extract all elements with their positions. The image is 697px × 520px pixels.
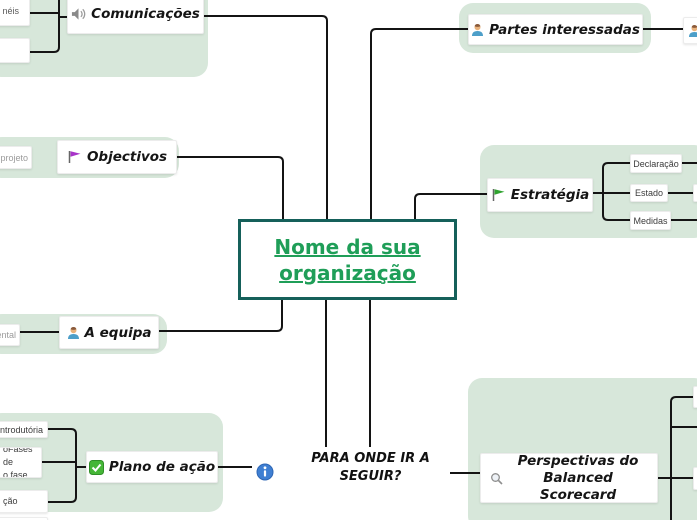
node-plano-de-acao[interactable]: Plano de ação	[86, 451, 218, 483]
info-icon[interactable]	[256, 463, 274, 481]
person-icon	[472, 23, 484, 36]
node-plano-child-cut-4[interactable]	[0, 517, 48, 520]
node-declaracao[interactable]: Declaração	[630, 154, 682, 173]
node-label: Partes interessadas	[489, 21, 640, 38]
person-icon	[67, 326, 79, 339]
node-plano-child-cut-3[interactable]: ção	[0, 490, 48, 513]
node-comunicacoes-child-cut[interactable]: néis	[0, 0, 30, 26]
node-comunicacoes-child-cut-2[interactable]	[0, 38, 30, 63]
green-flag-icon	[492, 189, 505, 201]
node-partes-child-cut[interactable]	[683, 17, 697, 44]
purple-flag-icon	[68, 151, 81, 163]
node-label: Comunicações	[91, 5, 200, 22]
node-partes-interessadas[interactable]: Partes interessadas	[468, 14, 643, 45]
node-label: ção	[3, 496, 18, 506]
checkmark-icon	[88, 459, 104, 475]
node-estado[interactable]: Estado	[630, 184, 668, 202]
node-a-equipa-child-cut[interactable]: ental	[0, 324, 20, 346]
node-para-onde-ir-a-seguir[interactable]: PARA ONDE IR A SEGUIR?	[288, 450, 453, 486]
node-perspectivas-child-cut-1[interactable]	[693, 386, 697, 408]
node-objectivos[interactable]: Objectivos	[57, 140, 177, 174]
node-label: Estratégia	[510, 187, 590, 203]
node-label: Objectivos	[86, 149, 168, 165]
node-estrategia[interactable]: Estratégia	[487, 178, 593, 212]
node-estado-child-cut[interactable]	[693, 184, 697, 202]
node-perspectivas-child-cut-2[interactable]	[693, 467, 697, 490]
speaker-icon	[72, 7, 86, 20]
node-label: Estado	[634, 188, 664, 198]
center-topic[interactable]: Nome da sua organização	[238, 219, 457, 300]
node-label: A equipa	[84, 324, 152, 341]
node-objectivos-child-cut[interactable]: projeto	[0, 146, 32, 169]
node-comunicacoes[interactable]: Comunicações	[67, 0, 204, 34]
node-label: Declaração	[633, 158, 679, 169]
magnifier-icon	[491, 472, 503, 485]
node-label: oFases de o fase	[3, 447, 33, 478]
node-label: néis	[2, 5, 19, 16]
node-label: Perspectivas do Balanced Scorecard	[517, 452, 639, 503]
node-label: PARA ONDE IR A SEGUIR?	[311, 451, 430, 484]
node-label: Medidas	[633, 215, 668, 226]
node-medidas[interactable]: Medidas	[630, 211, 671, 230]
center-topic-label: Nome da sua organização	[274, 234, 421, 285]
node-label: projeto	[0, 152, 28, 163]
node-label: ental	[0, 330, 16, 340]
node-perspectivas[interactable]: Perspectivas do Balanced Scorecard	[480, 453, 658, 503]
node-label: Plano de ação	[108, 459, 216, 475]
node-plano-child-cut-1[interactable]: ntrodutória	[0, 421, 48, 438]
node-plano-child-cut-2[interactable]: oFases de o fase	[0, 447, 42, 478]
node-a-equipa[interactable]: A equipa	[59, 316, 159, 349]
person-icon	[689, 24, 697, 37]
node-label: ntrodutória	[0, 424, 43, 435]
